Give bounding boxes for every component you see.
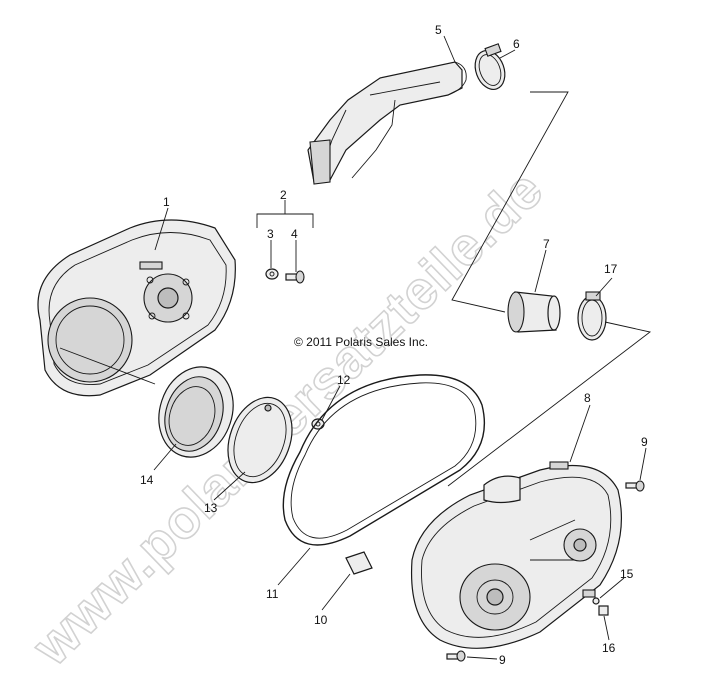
callout-4: 4 xyxy=(291,227,298,241)
callout-1: 1 xyxy=(163,195,170,209)
callout-11: 11 xyxy=(266,587,279,601)
callout-2: 2 xyxy=(280,188,287,202)
plug-16-part xyxy=(598,605,609,616)
group-leader-bottom xyxy=(447,321,652,487)
callout-8: 8 xyxy=(584,391,591,405)
label-part xyxy=(345,551,373,575)
callout-12: 12 xyxy=(337,373,351,387)
washer-15-part xyxy=(592,597,600,605)
gasket-ring-part xyxy=(227,396,293,484)
callout-13: 13 xyxy=(204,501,218,515)
hose-clamp-17-part xyxy=(577,291,607,341)
callout-15: 15 xyxy=(620,567,634,581)
intake-duct-part xyxy=(307,61,467,185)
callout-10: 10 xyxy=(314,613,328,627)
callout-3: 3 xyxy=(267,227,274,241)
callout-6: 6 xyxy=(513,37,520,51)
drive-belt-part xyxy=(282,374,486,546)
boot-coupler-part xyxy=(507,291,561,333)
callout-5: 5 xyxy=(435,23,442,37)
callout-17: 17 xyxy=(604,262,618,276)
copyright-text: © 2011 Polaris Sales Inc. xyxy=(294,335,428,349)
callout-9-lower: 9 xyxy=(499,653,506,667)
callout-16: 16 xyxy=(602,641,616,655)
callout-14: 14 xyxy=(140,473,154,487)
hose-clamp-part xyxy=(474,43,506,90)
callout-7: 7 xyxy=(543,237,550,251)
bolt-9-upper-part xyxy=(625,480,645,492)
washer-part xyxy=(265,268,279,280)
callout-9-upper: 9 xyxy=(641,435,648,449)
bolt-4-part xyxy=(285,270,305,284)
seal-part xyxy=(158,366,234,458)
outer-clutch-cover-part xyxy=(37,219,236,397)
inner-clutch-cover-part xyxy=(410,461,623,649)
leader-lines xyxy=(59,35,647,660)
bolt-9-lower-part xyxy=(446,650,466,662)
group-leader-top xyxy=(451,91,569,313)
